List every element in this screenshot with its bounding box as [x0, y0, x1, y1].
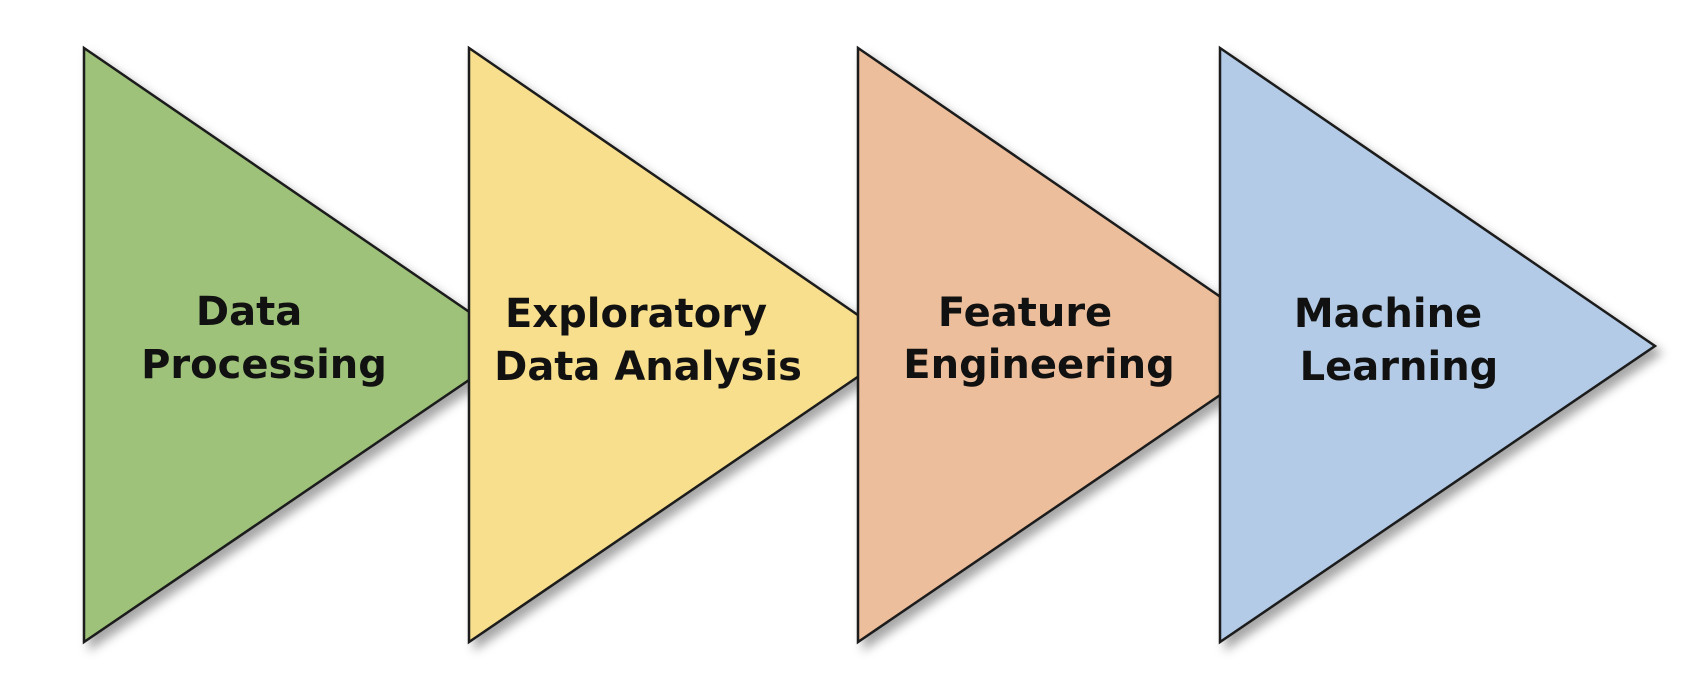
stage-label: Feature Engineering — [903, 290, 1174, 388]
stage-triangle — [467, 45, 906, 645]
stage-triangle — [1218, 45, 1658, 645]
stage-machine-learning: Machine Learning — [1218, 45, 1658, 645]
stage-label-line1: Feature — [938, 290, 1112, 336]
stage-exploratory-data-analysis: Exploratory Data Analysis — [467, 45, 906, 645]
stage-label-line1: Exploratory — [505, 291, 767, 337]
stage-label-line2: Data Analysis — [494, 344, 802, 390]
stage-label-line2: Processing — [141, 342, 387, 388]
stage-label: Exploratory Data Analysis — [494, 291, 802, 390]
stage-label: Data Processing — [141, 289, 387, 388]
stage-label-line1: Machine — [1294, 291, 1482, 337]
stage-data-processing: Data Processing — [82, 45, 522, 645]
stage-label-line2: Engineering — [903, 342, 1174, 388]
stage-triangle — [82, 45, 522, 645]
stage-label: Machine Learning — [1294, 291, 1498, 390]
stage-label-line1: Data — [196, 289, 302, 335]
stage-feature-engineering: Feature Engineering — [856, 45, 1295, 645]
stage-triangle — [856, 45, 1295, 645]
stage-label-line2: Learning — [1300, 344, 1499, 390]
